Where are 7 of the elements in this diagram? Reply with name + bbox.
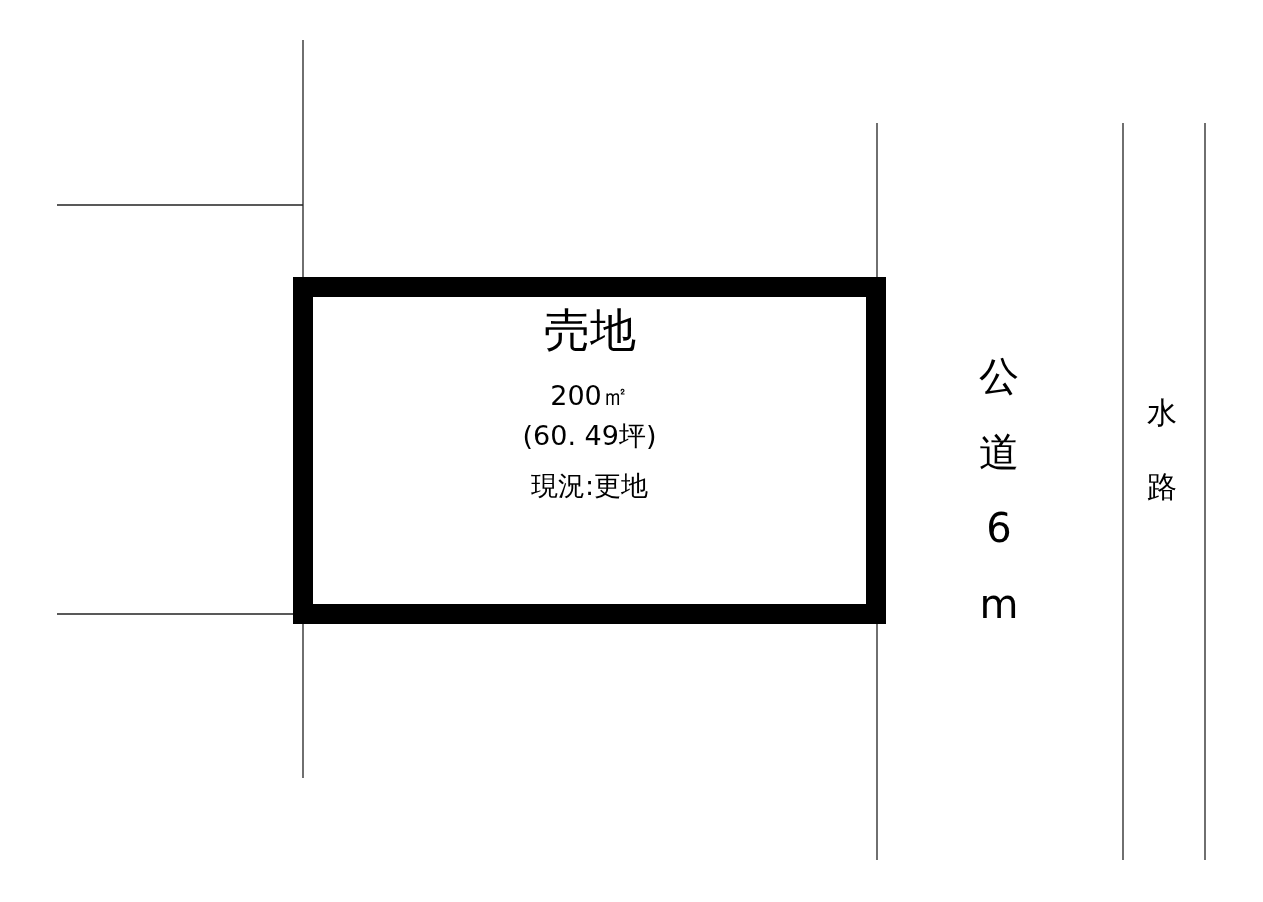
waterway-label: 水路: [1146, 394, 1178, 506]
road-label: 公道6m: [978, 352, 1020, 629]
area-text: 200㎡: [549, 382, 630, 409]
lot-title: 売地: [542, 307, 637, 353]
status-text: 現況:更地: [529, 472, 650, 499]
lot-box: [293, 277, 886, 624]
area-tsubo-text: (60. 49坪): [521, 422, 658, 449]
